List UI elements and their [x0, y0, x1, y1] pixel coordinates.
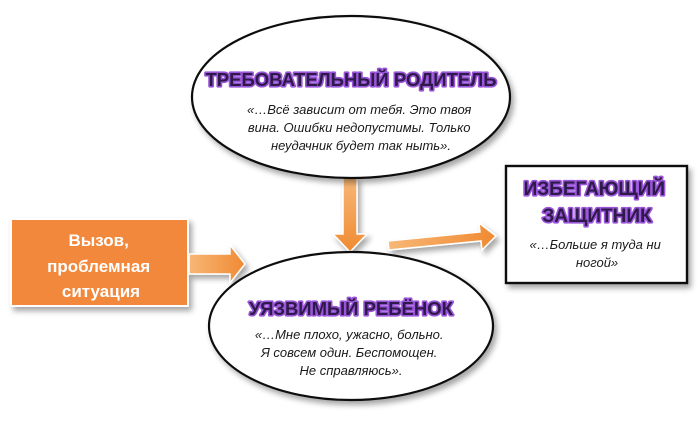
demanding-parent-quote: «…Всё зависит от тебя. Это твоя вина. Ош…	[247, 102, 475, 153]
demanding-parent-node: ТРЕБОВАТЕЛЬНЫЙ РОДИТЕЛЬ «…Всё зависит от…	[190, 14, 512, 180]
avoidant-protector-quote: «…Больше я туда ни ногой»	[529, 237, 664, 270]
title-line: ИЗБЕГАЮЩИЙ	[524, 178, 665, 200]
demanding-parent-ellipse	[190, 14, 512, 180]
vulnerable-child-node: УЯЗВИМЫЙ РЕБЁНОК «…Мне плохо, ужасно, бо…	[207, 250, 495, 402]
demanding-parent-title: ТРЕБОВАТЕЛЬНЫЙ РОДИТЕЛЬ	[205, 69, 496, 90]
avoidant-protector-box	[504, 164, 689, 285]
arrow-trigger-to-child	[188, 242, 246, 286]
trigger-line: ситуация	[62, 282, 140, 301]
vulnerable-child-ellipse	[207, 250, 495, 402]
quote-line: ногой»	[576, 255, 618, 270]
title-line: ЗАЩИТНИК	[542, 206, 652, 227]
quote-line: «…Всё зависит от тебя. Это твоя	[247, 102, 471, 117]
trigger-box-shape	[10, 218, 189, 307]
vulnerable-child-title: УЯЗВИМЫЙ РЕБЁНОК	[249, 298, 454, 319]
avoidant-protector-title: ИЗБЕГАЮЩИЙ ЗАЩИТНИК	[524, 178, 671, 227]
vulnerable-child-quote: «…Мне плохо, ужасно, больно. Я совсем од…	[255, 327, 447, 378]
quote-line: неудачник будет так ныть».	[271, 138, 451, 153]
trigger-text: Вызов, проблемная ситуация	[47, 231, 155, 301]
quote-line: «…Больше я туда ни	[529, 237, 660, 252]
quote-line: вина. Ошибки недопустимы. Только	[248, 120, 471, 135]
avoidant-protector-node: ИЗБЕГАЮЩИЙ ЗАЩИТНИК «…Больше я туда ни н…	[504, 164, 689, 285]
quote-line: «…Мне плохо, ужасно, больно.	[255, 327, 444, 342]
arrow-child-to-protector	[387, 221, 498, 252]
trigger-box: Вызов, проблемная ситуация	[10, 218, 189, 307]
quote-line: Не справляюсь».	[300, 363, 403, 378]
trigger-line: Вызов,	[68, 231, 128, 250]
trigger-line: проблемная	[47, 257, 150, 276]
quote-line: Я совсем один. Беспомощен.	[260, 345, 437, 360]
arrow-parent-to-child	[331, 177, 369, 254]
